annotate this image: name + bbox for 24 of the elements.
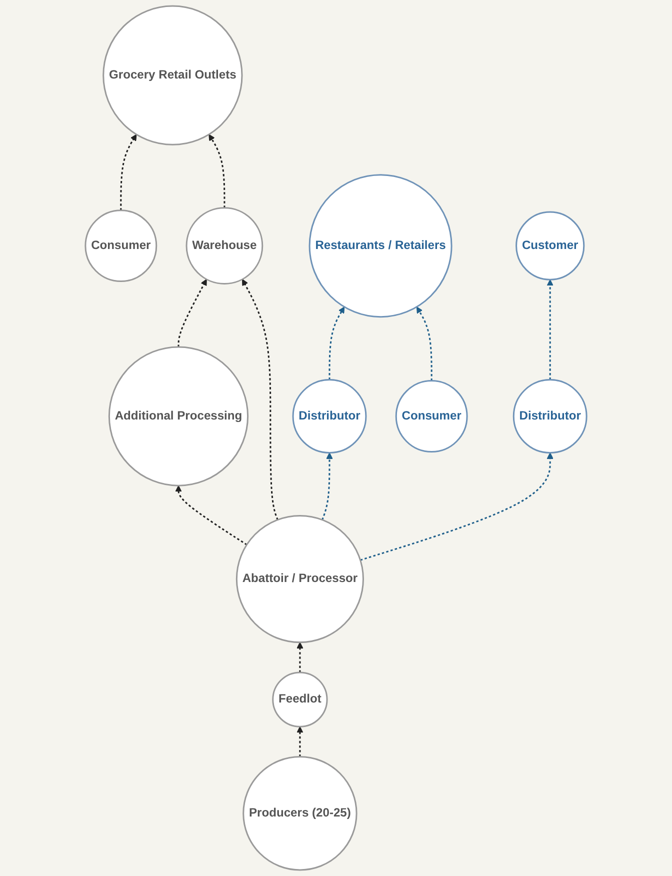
- arrow: [120, 134, 137, 210]
- node-circle: Warehouse: [186, 207, 264, 284]
- node-circle: Distributor: [292, 379, 367, 454]
- node-circle: Abattoir / Processor: [236, 514, 364, 644]
- arrow: [360, 452, 554, 561]
- node-circle: Additional Processing: [108, 346, 249, 486]
- node-circle: Restaurants / Retailers: [308, 174, 452, 318]
- arrow: [296, 642, 304, 672]
- arrow: [242, 278, 278, 520]
- node-circle: Distributor: [512, 379, 588, 454]
- arrow: [208, 134, 226, 208]
- arrow: [296, 726, 304, 757]
- node-circle: Customer: [516, 211, 585, 280]
- node-circle: Consumer: [395, 380, 468, 452]
- arrow: [178, 278, 207, 347]
- arrow: [546, 279, 554, 380]
- node-circle: Feedlot: [272, 672, 328, 728]
- node-circle: Consumer: [84, 210, 158, 282]
- arrow: [322, 452, 333, 520]
- node-circle: Producers (20-25): [242, 756, 358, 871]
- arrow: [175, 485, 248, 546]
- arrow: [416, 306, 432, 381]
- arrow: [328, 306, 345, 380]
- node-circle: Grocery Retail Outlets: [102, 5, 243, 146]
